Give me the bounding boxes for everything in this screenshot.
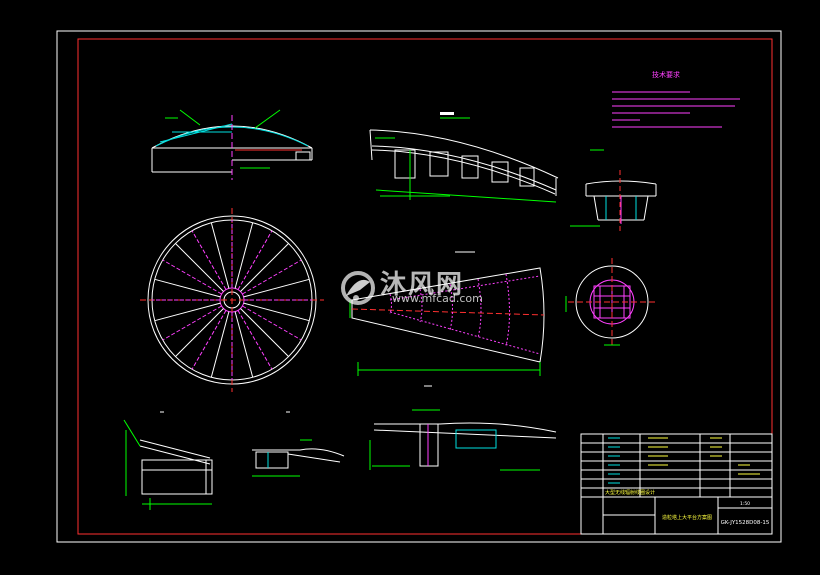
title-block: [580, 433, 773, 535]
plan-radial-rib: [240, 243, 289, 292]
plan-radial-rib: [234, 222, 254, 289]
section-b-view: [369, 385, 557, 471]
inner-frame-border: [77, 38, 773, 535]
plan-radial-rib: [240, 308, 289, 357]
arc-section-view: [369, 117, 559, 203]
plan-radial-rib: [210, 311, 230, 378]
plan-radial-rib: [210, 222, 230, 289]
detail-i-view: [123, 411, 213, 510]
plan-radial-rib: [162, 305, 222, 341]
watermark-url: www.mfcad.com: [392, 292, 483, 305]
watermark: 沐风网 www.mfcad.com: [338, 266, 498, 310]
title-block-drawing-title: 造粒塔上大平台方案图: [662, 514, 712, 521]
plan-radial-rib: [243, 302, 310, 322]
fan-segment-view: [349, 251, 545, 376]
plan-radial-rib: [175, 243, 224, 292]
plan-radial-rib: [191, 310, 227, 370]
dome-elevation-view: [151, 109, 313, 180]
detail-ii-view: [252, 411, 345, 477]
plan-radial-rib: [237, 230, 273, 290]
plan-radial-rib: [175, 308, 224, 357]
plan-radial-rib: [154, 278, 221, 298]
dome-plan-view: [140, 208, 324, 392]
section-a-title-marker: [440, 112, 454, 115]
technical-requirements-block: 技术要求: [612, 70, 740, 128]
plan-radial-rib: [242, 305, 302, 341]
outer-sheet-border: [56, 30, 782, 543]
title-block-scale: 1:50: [740, 501, 750, 507]
mfcad-logo-icon: [341, 271, 375, 305]
hub-plan-view: [565, 258, 656, 346]
plan-radial-rib: [242, 259, 302, 295]
title-block-project-name: 大型无线辐射线圈设计: [605, 489, 655, 496]
title-block-drawing-number: GK-JY1528D08-15: [721, 520, 770, 526]
plan-radial-rib: [191, 230, 227, 290]
plan-radial-rib: [234, 311, 254, 378]
plan-radial-rib: [162, 259, 222, 295]
plan-radial-rib: [243, 278, 310, 298]
watermark-text: 沐风网: [380, 270, 465, 300]
section-detail-top-right: [570, 149, 657, 232]
plan-radial-rib: [237, 310, 273, 370]
plan-radial-rib: [154, 302, 221, 322]
tech-req-title: 技术要求: [652, 70, 680, 79]
